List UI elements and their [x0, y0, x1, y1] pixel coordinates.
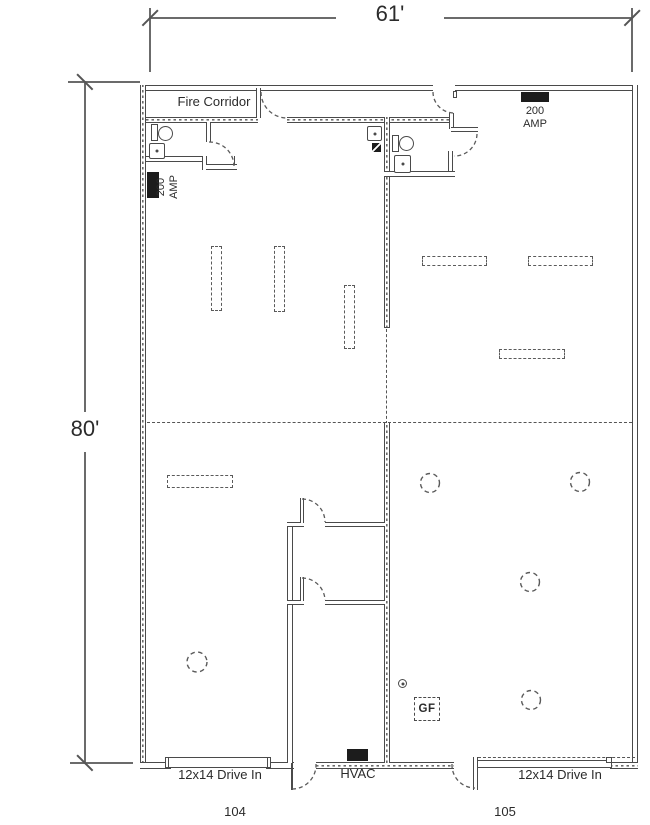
fire-corridor-label: Fire Corridor: [177, 94, 251, 109]
toilet-bowl-icon: [158, 126, 173, 141]
door-swing-arc: [260, 91, 288, 119]
door-jamb: [267, 757, 271, 768]
wall-top: [140, 85, 433, 91]
wall-right: [632, 85, 638, 769]
sink-icon: [149, 143, 165, 159]
wall-office-mid: [287, 600, 304, 605]
skylight: [499, 349, 565, 359]
electrical-panel-icon: [521, 92, 549, 102]
wall-top: [455, 85, 638, 91]
unit-number-104: 104: [224, 804, 246, 819]
floor-drain-icon: [372, 143, 381, 152]
door-swing-arc: [208, 141, 235, 167]
column-circle: [186, 651, 208, 673]
wall-demising-dashed: [385, 329, 387, 424]
skylight: [528, 256, 593, 266]
panel-unit: AMP: [523, 118, 547, 130]
wall-restroom2: [384, 171, 455, 177]
door-leaf-restroom1: [206, 122, 211, 142]
wall-office-top: [287, 522, 304, 527]
hvac-label: HVAC: [340, 766, 376, 781]
dim-line-left: [84, 452, 86, 763]
door-swing-arc: [432, 91, 455, 114]
wall-restroom1: [146, 156, 207, 162]
wall-cap: [384, 326, 390, 328]
electrical-panel-top-label: 200 AMP: [520, 105, 550, 131]
hvac-unit-icon: [347, 749, 368, 761]
electrical-panel-icon: [147, 172, 159, 198]
dim-extension-line: [70, 762, 133, 764]
door-swing-arc: [453, 133, 478, 157]
panel-unit: AMP: [168, 175, 180, 199]
wall-bottom: [610, 762, 638, 769]
wall-jamb: [449, 113, 454, 129]
wall-restroom1: [206, 164, 237, 170]
wall-corridor: [146, 117, 258, 123]
unit-number-105: 105: [494, 804, 516, 819]
door-jamb: [606, 757, 612, 763]
drive-in-door-right: [477, 760, 612, 768]
gf-box: GF: [414, 697, 440, 721]
panel-amps: 200: [525, 105, 545, 117]
door-swing-arc: [451, 763, 476, 789]
dim-line-top: [150, 17, 336, 19]
wall-restroom1-jog: [202, 156, 207, 170]
thermostat-icon: [398, 679, 407, 688]
dimension-height-label: 80': [59, 417, 111, 441]
door-swing-arc: [291, 763, 317, 790]
sink-drain-dot: [155, 149, 159, 153]
sink-drain-dot: [373, 132, 376, 135]
column-circle: [419, 472, 441, 494]
division-dashed-line: [147, 422, 632, 424]
sink-icon: [394, 155, 411, 173]
drive-in-label-right: 12x14 Drive In: [518, 767, 602, 782]
wall-bottom: [266, 762, 294, 769]
skylight: [422, 256, 487, 266]
wall-office-left: [287, 522, 293, 763]
skylight: [274, 246, 285, 312]
drive-in-track-dashed: [478, 756, 635, 758]
column-circle: [569, 471, 591, 493]
thermostat-dot: [401, 682, 404, 685]
door-leaf-office1: [300, 498, 304, 523]
dim-extension-line: [68, 81, 140, 83]
door-jamb: [453, 91, 457, 98]
wall-demising-lower: [384, 423, 390, 763]
column-circle: [519, 571, 541, 593]
skylight: [167, 475, 233, 488]
column-circle: [520, 689, 542, 711]
dim-extension-line: [149, 8, 151, 72]
door-leaf-restroom2: [451, 127, 478, 132]
wall-restroom2: [448, 151, 453, 177]
wall-bottom: [140, 762, 171, 769]
dim-line-left: [84, 82, 86, 412]
toilet-bowl-icon: [399, 136, 414, 151]
sink-drain-dot: [401, 162, 404, 166]
drive-in-label-left: 12x14 Drive In: [178, 767, 262, 782]
dimension-width-label: 61': [338, 2, 442, 26]
toilet-tank-icon: [392, 135, 399, 152]
panel-amps: 200: [155, 177, 167, 197]
wall-office-top: [325, 522, 385, 527]
wall-demising-upper: [384, 117, 390, 328]
dim-extension-line: [631, 8, 633, 72]
door-leaf-exit-left: [291, 763, 293, 790]
door-leaf-office2: [300, 577, 304, 601]
skylight: [344, 285, 355, 349]
wall-jamb: [233, 156, 235, 165]
dim-line-top: [444, 17, 632, 19]
door-jamb: [165, 757, 169, 768]
door-swing-arc: [301, 577, 326, 601]
toilet-tank-icon: [151, 124, 158, 141]
electrical-panel-left-label: 200 AMP: [155, 167, 181, 207]
wall-left: [140, 85, 146, 769]
wall-office-mid: [325, 600, 385, 605]
sink-icon: [367, 126, 382, 141]
door-swing-arc: [301, 498, 326, 523]
wall-corridor: [287, 117, 450, 123]
skylight: [211, 246, 222, 311]
